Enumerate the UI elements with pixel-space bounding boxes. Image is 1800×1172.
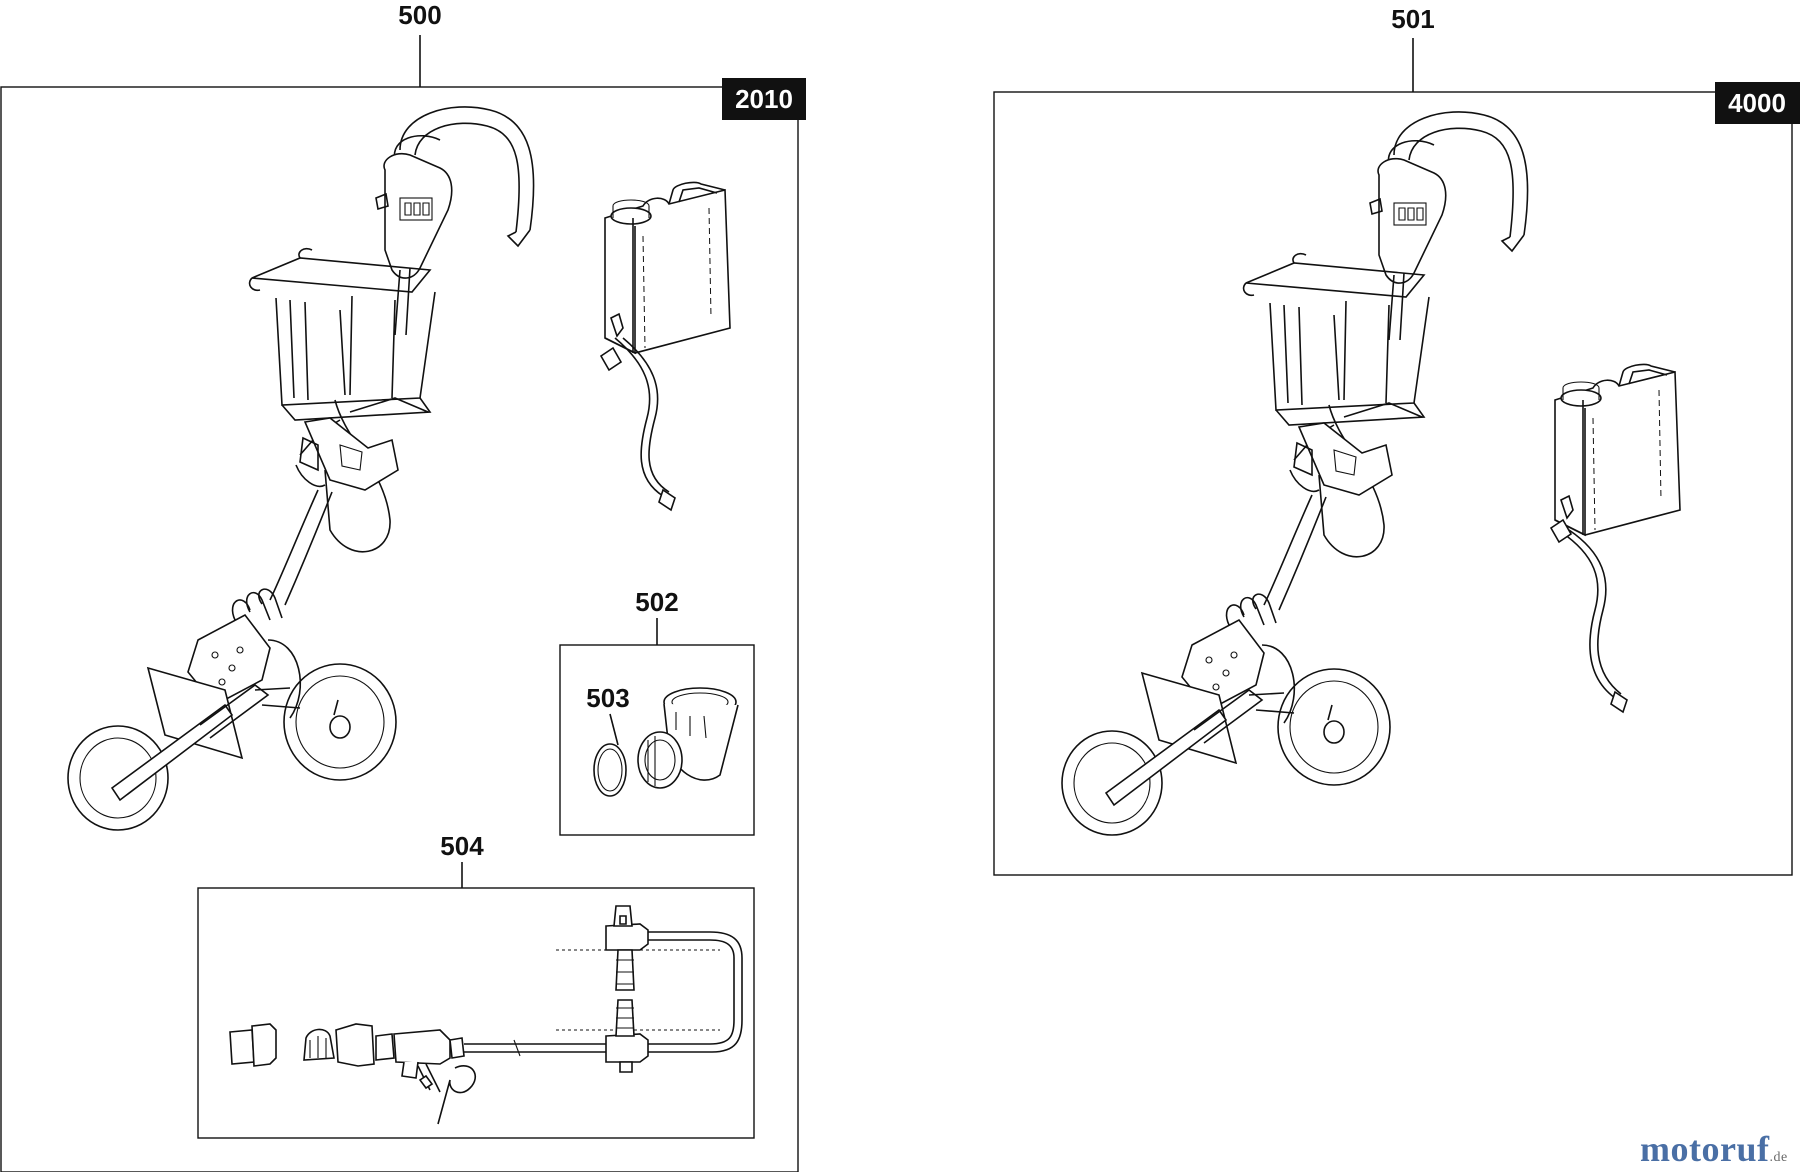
logo-suffix: .de [1769, 1150, 1788, 1165]
frame-500-border [0, 86, 799, 1172]
box-504-border [197, 887, 755, 1139]
logo-text: motoruf [1640, 1129, 1770, 1169]
frame-500: 500 2010 502 503 [0, 0, 806, 1172]
frame-501-border [993, 91, 1793, 876]
box-504: 504 [197, 831, 755, 1139]
tag-4000-bg [1715, 82, 1800, 124]
label-501: 501 [1391, 4, 1434, 34]
o-ring-503 [593, 743, 627, 797]
frame-501: 501 4000 [993, 4, 1800, 876]
tag-4000: 4000 [1728, 88, 1786, 118]
leader-503 [609, 713, 619, 746]
tag-2010-bg [722, 78, 806, 120]
label-503: 503 [586, 683, 629, 713]
elbow-connector-502 [637, 687, 739, 789]
canister-500 [599, 181, 731, 512]
canister-501 [1549, 363, 1681, 714]
tag-2010: 2010 [735, 84, 793, 114]
label-502: 502 [635, 587, 678, 617]
hose-kit-504 [229, 905, 743, 1125]
cart-assembly-500 [67, 106, 535, 831]
watermark-logo: motoruf.de [1640, 1128, 1788, 1170]
box-502: 502 503 [559, 587, 755, 836]
label-500: 500 [398, 0, 441, 30]
label-504: 504 [440, 831, 484, 861]
cart-assembly-501 [1061, 111, 1529, 836]
